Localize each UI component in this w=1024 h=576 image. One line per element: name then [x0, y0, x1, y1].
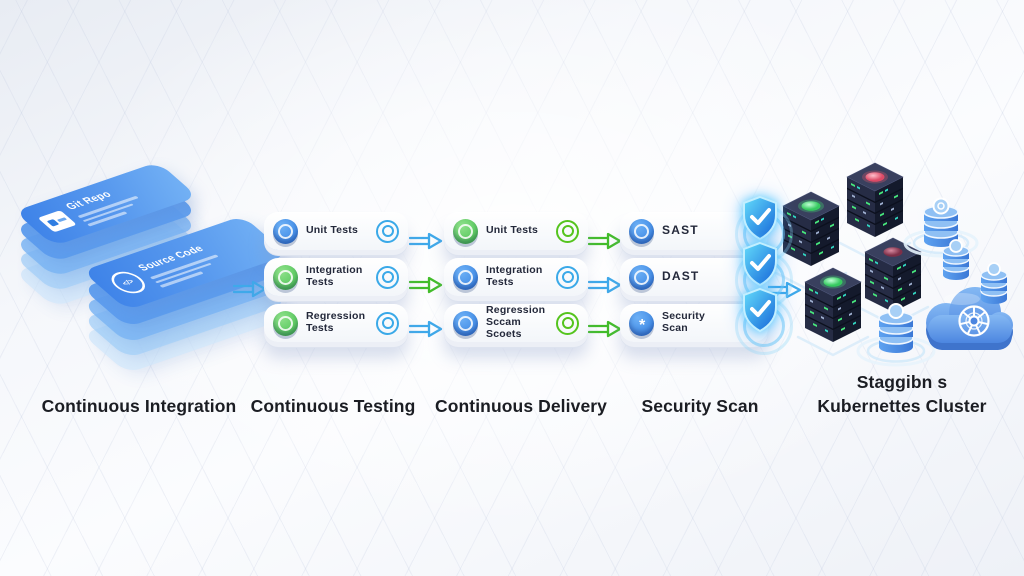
stage-label-continuous-delivery: Continuous Delivery: [434, 396, 608, 416]
git-repo-icon: [37, 209, 77, 233]
pill-delivery-integration-tests: Integration Tests: [444, 258, 588, 296]
arrow-delivery-to-security-2: [588, 276, 622, 294]
status-ring-icon: [376, 265, 399, 289]
server-rack: [864, 237, 922, 313]
status-ring-icon: [556, 219, 579, 243]
cluster-label-line1: Staggibn s: [856, 372, 948, 392]
status-ring-icon: [556, 311, 579, 335]
pill-label: SAST: [662, 223, 699, 238]
bug-scan-icon: *: [629, 310, 654, 336]
pill-testing-regression-tests: Regression Tests: [264, 304, 408, 342]
pill-label: Unit Tests: [306, 224, 358, 237]
test-badge-icon: [453, 218, 478, 244]
scan-badge-icon: [629, 218, 654, 244]
pill-security-scan: * Security Scan: [620, 287, 793, 355]
arrow-delivery-to-security-3: [588, 320, 622, 338]
pill-label: Regression Sccam Scoets: [486, 304, 546, 340]
test-badge-icon: [273, 264, 298, 290]
server-rack: [846, 162, 904, 238]
status-led-red: [865, 172, 885, 182]
pill-label: Integration Tests: [306, 264, 363, 288]
stage-label-continuous-integration: Continuous Integration: [41, 396, 237, 416]
status-led-dark: [883, 247, 903, 257]
status-ring-icon: [376, 219, 399, 243]
arrow-delivery-to-security-1: [588, 232, 622, 250]
test-badge-icon: [453, 310, 478, 336]
pill-security-dast: DAST: [620, 241, 793, 309]
pill-security-sast: SAST: [620, 195, 793, 263]
server-rack: [782, 191, 840, 267]
shield-check-icon: [735, 195, 793, 263]
arrow-ci-to-testing: [233, 280, 267, 298]
database-cylinder: [903, 197, 979, 258]
kubernetes-cluster-art: [774, 162, 1013, 367]
pill-delivery-regression: Regression Sccam Scoets: [444, 304, 588, 342]
pill-testing-unit-tests: Unit Tests: [264, 212, 408, 250]
status-ring-icon: [556, 265, 579, 289]
pill-label: Regression Tests: [306, 310, 366, 334]
database-cylinder: [856, 303, 936, 367]
bug-glyph: *: [638, 317, 645, 334]
shield-check-icon: [735, 287, 793, 355]
stage-label-security-scan: Security Scan: [641, 396, 759, 416]
pill-label: Integration Tests: [486, 264, 543, 288]
pill-testing-integration-tests: Integration Tests: [264, 258, 408, 296]
stage-label-cluster: Staggibn s Kubernettes Cluster: [790, 370, 1014, 418]
shield-check-icon: [735, 241, 793, 309]
pill-delivery-unit-tests: Unit Tests: [444, 212, 588, 250]
arrow-testing-to-delivery-3: [409, 320, 443, 338]
arrow-testing-to-delivery-2: [409, 276, 443, 294]
status-led-green: [801, 201, 821, 211]
status-led-green: [823, 277, 843, 287]
test-badge-icon: [273, 218, 298, 244]
cluster-label-line2: Kubernettes Cluster: [817, 396, 987, 416]
test-badge-icon: [453, 264, 478, 290]
pill-label: Unit Tests: [486, 224, 538, 237]
scan-badge-icon: [629, 264, 654, 290]
database-cylinder: [980, 262, 1008, 304]
status-ring-icon: [376, 311, 399, 335]
test-badge-icon: [273, 310, 298, 336]
server-rack: [804, 267, 862, 343]
kubernetes-wheel-icon: [958, 305, 990, 337]
database-cylinder: [942, 239, 970, 280]
pill-label: Security Scan: [662, 310, 706, 334]
pill-label: DAST: [662, 269, 700, 284]
stage-label-continuous-testing: Continuous Testing: [250, 396, 416, 416]
arrow-testing-to-delivery-1: [409, 232, 443, 250]
kubernetes-cloud-icon: [926, 287, 1013, 350]
